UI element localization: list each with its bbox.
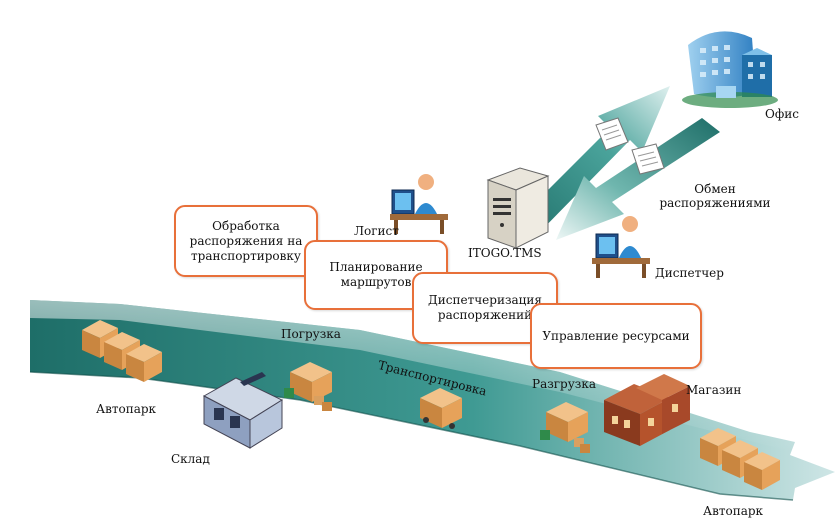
autopark-left-label: Автопарк xyxy=(96,402,157,416)
office-label: Офис xyxy=(765,107,799,121)
exchange-label: Обмен распоряжениями xyxy=(659,182,771,210)
crates-autopark-right-icon xyxy=(700,428,780,490)
server-icon xyxy=(486,167,550,249)
document-icon xyxy=(595,117,665,175)
unloading-label: Разгрузка xyxy=(532,377,597,391)
office-building-icon xyxy=(682,31,778,108)
exchange-arrows xyxy=(510,86,720,240)
logist-person-icon xyxy=(390,174,448,234)
server-label: ITOGO.TMS xyxy=(468,246,542,260)
process-box-resource-management: Управление ресурсами xyxy=(530,303,702,369)
logist-label: Логист xyxy=(354,224,399,238)
shop-icon xyxy=(604,374,690,446)
loading-truck-icon xyxy=(284,362,332,411)
shop-label: Магазин xyxy=(686,383,742,397)
warehouse-label: Склад xyxy=(171,452,210,466)
dispatcher-label: Диспетчер xyxy=(655,266,724,280)
process-box-order-processing: Обработка распоряжения на транспортировк… xyxy=(174,205,318,277)
unloading-truck-icon xyxy=(540,402,590,453)
dispatcher-person-icon xyxy=(592,216,650,278)
autopark-right-label: Автопарк xyxy=(703,504,764,518)
warehouse-icon xyxy=(202,372,284,449)
transport-truck-icon xyxy=(420,388,462,429)
loading-label: Погрузка xyxy=(281,327,341,341)
crates-autopark-left-icon xyxy=(82,320,162,382)
